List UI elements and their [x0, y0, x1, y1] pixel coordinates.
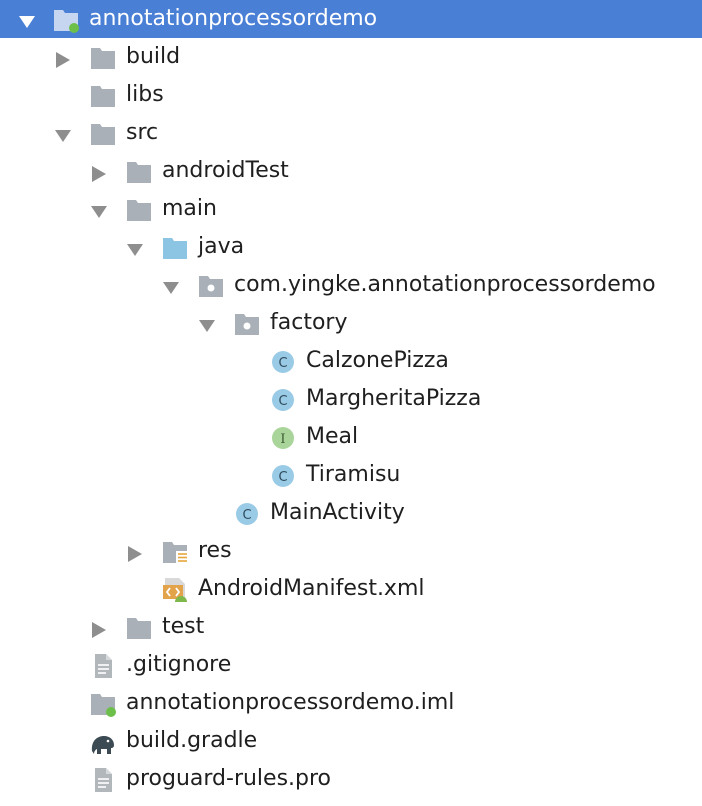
tree-row-label: test — [162, 614, 205, 639]
android-manifest-icon — [161, 577, 189, 603]
package-icon — [197, 273, 225, 299]
tree-row-label: MargheritaPizza — [306, 386, 482, 411]
tree-row[interactable]: .gitignore — [0, 646, 702, 684]
tree-row[interactable]: java — [0, 228, 702, 266]
tree-row-label: MainActivity — [270, 500, 405, 525]
interface-icon: I — [269, 425, 297, 451]
svg-text:C: C — [278, 470, 287, 485]
tree-row[interactable]: AndroidManifest.xml — [0, 570, 702, 608]
tree-row[interactable]: C Tiramisu — [0, 456, 702, 494]
collapse-arrow-icon[interactable] — [126, 543, 144, 562]
tree-row-label: Tiramisu — [306, 462, 401, 487]
collapse-arrow-icon[interactable] — [90, 163, 108, 182]
tree-row-label: .gitignore — [126, 652, 232, 677]
tree-row-label: com.yingke.annotationprocessordemo — [234, 272, 656, 297]
tree-row[interactable]: main — [0, 190, 702, 228]
module-file-icon — [89, 691, 117, 717]
tree-row-label: androidTest — [162, 158, 289, 183]
tree-row[interactable]: C MargheritaPizza — [0, 380, 702, 418]
tree-row-label: AndroidManifest.xml — [198, 576, 425, 601]
class-icon: C — [269, 463, 297, 489]
tree-row[interactable]: androidTest — [0, 152, 702, 190]
tree-row[interactable]: test — [0, 608, 702, 646]
class-icon: C — [233, 501, 261, 527]
tree-row[interactable]: annotationprocessordemo.iml — [0, 684, 702, 722]
expand-arrow-icon[interactable] — [90, 201, 108, 218]
tree-row-label: res — [198, 538, 232, 563]
tree-row[interactable]: libs — [0, 76, 702, 114]
folder-icon — [89, 121, 117, 147]
expand-arrow-icon[interactable] — [162, 277, 180, 294]
folder-icon — [125, 159, 153, 185]
tree-row[interactable]: C CalzonePizza — [0, 342, 702, 380]
tree-row[interactable]: build.gradle — [0, 722, 702, 760]
text-file-icon — [89, 767, 117, 793]
tree-row-label: build — [126, 44, 181, 69]
tree-row-label: CalzonePizza — [306, 348, 449, 373]
collapse-arrow-icon[interactable] — [54, 49, 72, 68]
gradle-elephant-icon — [89, 729, 117, 755]
package-icon — [233, 311, 261, 337]
expand-arrow-icon[interactable] — [198, 315, 216, 332]
tree-row-label: Meal — [306, 424, 359, 449]
tree-row[interactable]: res — [0, 532, 702, 570]
tree-row-label: proguard-rules.pro — [126, 766, 332, 791]
tree-row[interactable]: annotationprocessordemo — [0, 0, 702, 38]
folder-icon — [125, 197, 153, 223]
svg-text:C: C — [278, 394, 287, 409]
collapse-arrow-icon[interactable] — [90, 619, 108, 638]
tree-row-label: src — [126, 120, 159, 145]
tree-row[interactable]: src — [0, 114, 702, 152]
svg-text:C: C — [242, 508, 251, 523]
tree-row[interactable]: proguard-rules.pro — [0, 760, 702, 798]
tree-row[interactable]: factory — [0, 304, 702, 342]
tree-row-label: annotationprocessordemo — [89, 6, 378, 31]
tree-row[interactable]: C MainActivity — [0, 494, 702, 532]
folder-icon — [89, 45, 117, 71]
tree-row[interactable]: I Meal — [0, 418, 702, 456]
expand-arrow-icon[interactable] — [126, 239, 144, 256]
svg-text:C: C — [278, 356, 287, 371]
expand-arrow-icon[interactable] — [18, 11, 36, 28]
tree-row-label: main — [162, 196, 217, 221]
text-file-icon — [89, 653, 117, 679]
source-folder-icon — [161, 235, 189, 261]
svg-text:I: I — [280, 432, 285, 447]
tree-row-label: factory — [270, 310, 348, 335]
expand-arrow-icon[interactable] — [54, 125, 72, 142]
tree-row[interactable]: com.yingke.annotationprocessordemo — [0, 266, 702, 304]
class-icon: C — [269, 349, 297, 375]
class-icon: C — [269, 387, 297, 413]
resource-folder-icon — [161, 539, 189, 565]
tree-row[interactable]: build — [0, 38, 702, 76]
tree-row-label: libs — [126, 82, 164, 107]
module-folder-icon — [52, 7, 80, 33]
folder-icon — [89, 83, 117, 109]
tree-row-label: build.gradle — [126, 728, 258, 753]
folder-icon — [125, 615, 153, 641]
tree-row-label: java — [198, 234, 245, 259]
tree-row-label: annotationprocessordemo.iml — [126, 690, 455, 715]
